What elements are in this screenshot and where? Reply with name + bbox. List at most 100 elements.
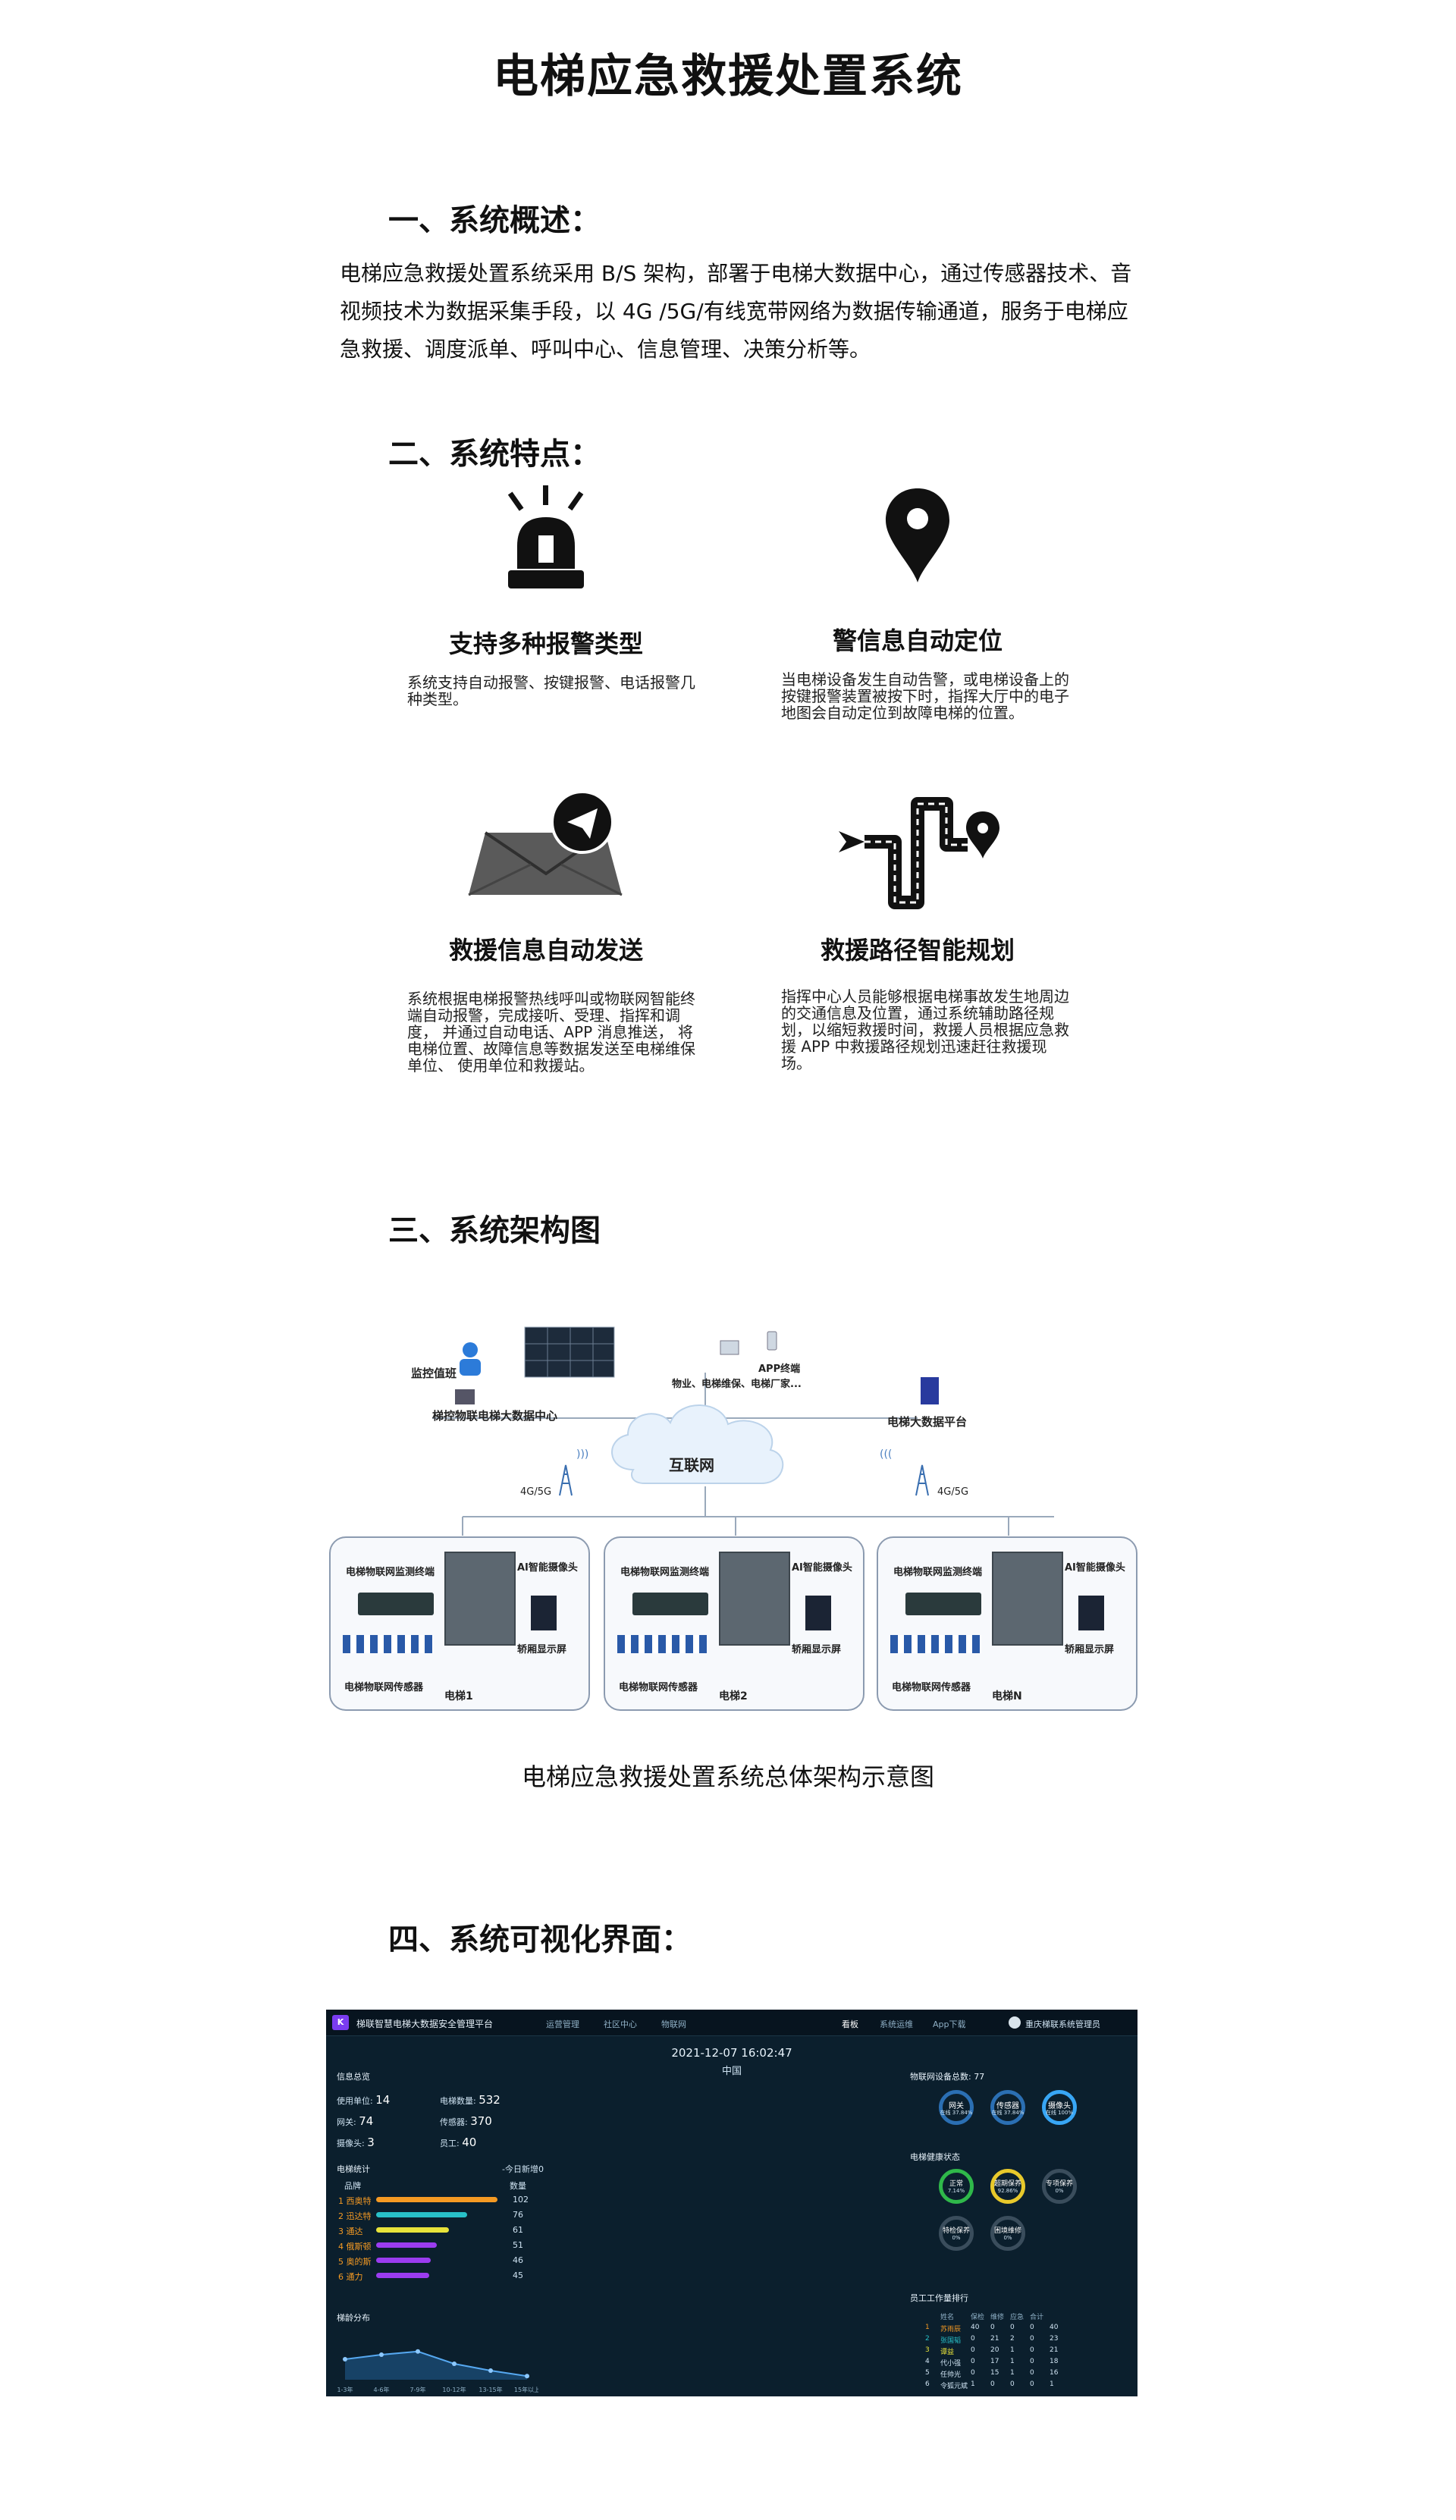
- health-ring-sub: 7.14%: [947, 2188, 965, 2194]
- nav-item-app-download[interactable]: App下载: [933, 2019, 966, 2029]
- arch-label-app-users: 物业、电梯维保、电梯厂家...: [672, 1379, 802, 1390]
- health-ring-sub: 0%: [952, 2235, 961, 2241]
- iot-ring: [990, 2090, 1025, 2125]
- region-select[interactable]: 中国: [721, 2066, 742, 2077]
- stats-rank: 6 通力: [338, 2272, 363, 2282]
- overview-paragraph: 电梯应急救援处置系统采用 B/S 架构，部署于电梯大数据中心，通过传感器技术、音…: [340, 261, 1132, 362]
- feature-desc-alarm-types: 系统支持自动报警、按键报警、电话报警几种类型。: [407, 673, 695, 708]
- age-line: [344, 2350, 528, 2377]
- rank-cell: 0: [1030, 2335, 1034, 2343]
- info-label: 使用单位:: [337, 2096, 373, 2106]
- stats-value: 61: [513, 2225, 523, 2235]
- route-icon: [839, 797, 999, 909]
- health-ring-label: 正常: [949, 2180, 963, 2188]
- health-title: 电梯健康状态: [910, 2152, 960, 2162]
- rank-cell: 3: [925, 2346, 930, 2354]
- health-ring: [1042, 2169, 1077, 2204]
- nav-item-maintenance[interactable]: 系统运维: [880, 2019, 913, 2029]
- health-ring-sub: 92.86%: [997, 2188, 1018, 2194]
- rank-cell: 0: [971, 2335, 975, 2343]
- terminal-device-icon: [632, 1593, 708, 1615]
- elevator-car-icon: [992, 1552, 1063, 1646]
- app-logo-icon: K: [332, 2015, 349, 2030]
- stats-value: 46: [513, 2255, 523, 2265]
- iot-ring-label: 摄像头: [1048, 2102, 1071, 2110]
- rank-cell: 4: [925, 2358, 930, 2365]
- section-heading-overview: 一、系统概述：: [388, 203, 601, 238]
- user-name[interactable]: 重庆梯联系统管理员: [1025, 2019, 1100, 2029]
- info-label: 网关:: [337, 2117, 356, 2127]
- mail-send-icon: [468, 790, 623, 896]
- info-label: 摄像头:: [337, 2139, 365, 2148]
- age-title: 梯龄分布: [337, 2313, 370, 2323]
- health-ring-label: 困境维修: [993, 2227, 1021, 2235]
- age-area: [345, 2351, 527, 2380]
- arch-label-monitor: 监控值班: [411, 1367, 457, 1380]
- rank-cell: 0: [971, 2369, 975, 2377]
- architecture-caption: 电梯应急救援处置系统总体架构示意图: [521, 1762, 934, 1791]
- info-value: 3: [367, 2136, 375, 2149]
- age-point: [379, 2352, 384, 2357]
- app-title: 梯联智慧电梯大数据安全管理平台: [356, 2019, 494, 2029]
- unit-terminal-label: 电梯物联网监测终端: [620, 1567, 710, 1578]
- age-point: [343, 2357, 347, 2362]
- dashboard-screenshot: K 梯联智慧电梯大数据安全管理平台 运营管理 社区中心 物联网 看板 系统运维 …: [326, 2010, 1138, 2396]
- car-screen-icon: [805, 1596, 831, 1630]
- info-label: 电梯数量:: [440, 2096, 476, 2106]
- rank-cell: 1: [1010, 2346, 1015, 2354]
- rank-cell: 苏雨辰: [940, 2326, 962, 2333]
- rank-col-header: 保检: [971, 2314, 985, 2321]
- age-tick-label: 7-9年: [410, 2386, 425, 2393]
- rank-col-header: 维修: [990, 2314, 1005, 2321]
- rank-cell: 0: [1030, 2358, 1034, 2365]
- info-label: 传感器:: [440, 2117, 468, 2127]
- video-wall-icon: [524, 1326, 615, 1378]
- rank-cell: 1: [1050, 2380, 1054, 2388]
- rank-cell: 5: [925, 2369, 930, 2377]
- nav-item-ops[interactable]: 运营管理: [546, 2019, 579, 2029]
- stats-bar: [376, 2212, 467, 2217]
- sensor-icons: [617, 1635, 708, 1653]
- age-point: [416, 2349, 420, 2354]
- car-screen-icon: [531, 1596, 557, 1630]
- iot-title: 物联网设备总数: 77: [910, 2072, 985, 2082]
- stats-col-brand: 品牌: [344, 2181, 361, 2191]
- arch-label-app: APP终端: [758, 1364, 801, 1375]
- health-ring-label: 专项保养: [1045, 2180, 1073, 2188]
- rank-cell: 2: [1010, 2335, 1015, 2343]
- rank-cell: 0: [971, 2358, 975, 2365]
- rank-cell: 6: [925, 2380, 930, 2388]
- rank-cell: 15: [990, 2369, 999, 2377]
- rank-cell: 0: [1030, 2346, 1034, 2354]
- rank-cell: 张国韬: [940, 2337, 962, 2345]
- nav-item-community[interactable]: 社区中心: [604, 2019, 637, 2029]
- rank-cell: 1: [1010, 2369, 1015, 2377]
- rank-cell: 0: [1030, 2324, 1034, 2331]
- iot-ring-sub: 在线 100%: [1045, 2110, 1074, 2116]
- rank-cell: 谭益: [940, 2349, 955, 2356]
- feature-desc-auto-send: 系统根据电梯报警热线呼叫或物联网智能终端自动报警，完成接听、受理、指挥和调度， …: [407, 990, 695, 1075]
- feature-desc-auto-locate: 当电梯设备发生自动告警，或电梯设备上的按键报警装置被按下时，指挥大厅中的电子地图…: [781, 670, 1069, 722]
- age-tick-label: 4-6年: [373, 2386, 389, 2393]
- nav-item-iot[interactable]: 物联网: [661, 2019, 686, 2029]
- rank-cell: 1: [1010, 2358, 1015, 2365]
- section-heading-features: 二、系统特点：: [388, 437, 601, 472]
- iot-ring-label: 传感器: [996, 2102, 1019, 2110]
- feature-title-auto-locate: 警信息自动定位: [832, 626, 1003, 655]
- stats-value: 51: [513, 2240, 523, 2250]
- nav-item-board[interactable]: 看板: [842, 2019, 858, 2029]
- rank-col-header: 应急: [1010, 2314, 1025, 2321]
- rank-cell: 40: [1050, 2324, 1059, 2331]
- info-value: 370: [470, 2114, 492, 2128]
- arch-label-platform: 电梯大数据平台: [887, 1415, 968, 1429]
- health-ring: [990, 2169, 1025, 2204]
- age-tick-label: 13-15年: [479, 2386, 502, 2393]
- iot-ring-label: 网关: [949, 2102, 964, 2110]
- terminal-device-icon: [905, 1593, 981, 1615]
- user-avatar-icon[interactable]: [1009, 2016, 1021, 2029]
- rank-cell: 0: [971, 2346, 975, 2354]
- stats-note: -今日新增0: [502, 2164, 544, 2174]
- rank-cell: 0: [990, 2380, 995, 2388]
- rank-cell: 1: [971, 2380, 975, 2388]
- feature-title-auto-send: 救援信息自动发送: [448, 936, 643, 965]
